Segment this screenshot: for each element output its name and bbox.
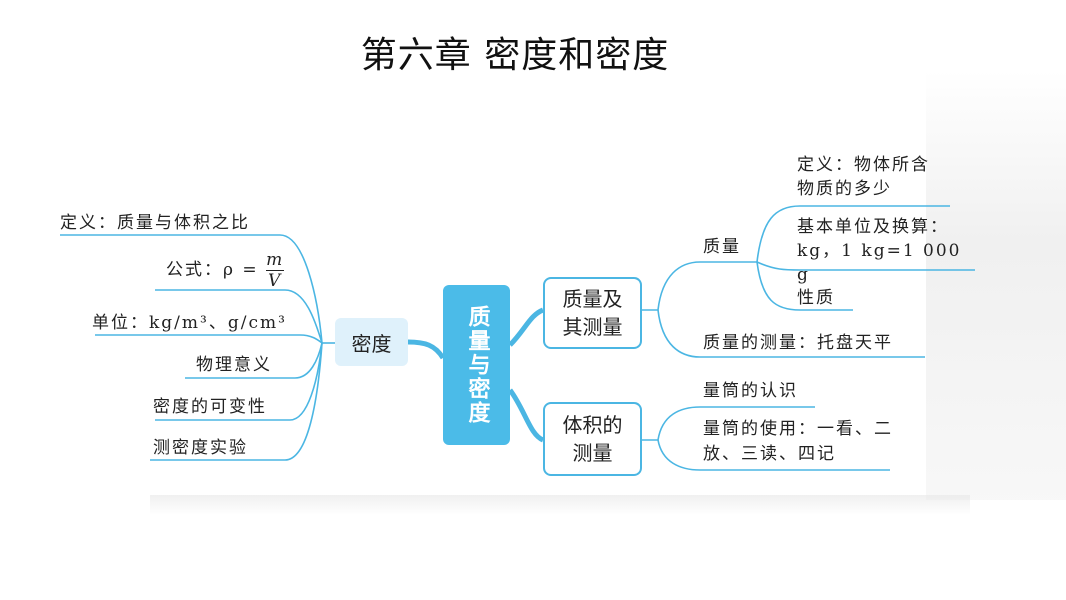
page-title: 第六章 密度和密度	[360, 35, 670, 76]
cylinder-usage: 量筒的使用：一看、二放、三读、四记	[703, 419, 893, 464]
mass-node-label: 质量及其测量	[562, 287, 623, 339]
formula-numerator: m	[266, 250, 285, 271]
background-watermark	[926, 70, 1066, 500]
center-node: 质量与密度	[443, 285, 510, 445]
formula-denominator: V	[267, 271, 283, 291]
density-definition: 定义：质量与体积之比	[60, 213, 250, 233]
mass-sub-node: 质量	[703, 237, 741, 257]
mass-definition: 定义：物体所含物质的多少	[797, 155, 930, 199]
density-variability: 密度的可变性	[153, 397, 267, 417]
mass-property: 性质	[797, 288, 835, 308]
density-node: 密度	[335, 318, 408, 366]
density-experiment: 测密度实验	[153, 438, 248, 458]
slide-shadow	[150, 495, 970, 515]
mass-measurement: 质量的测量：托盘天平	[703, 333, 893, 353]
formula-label: 公式：ρ =	[166, 260, 259, 280]
mass-units: 基本单位及换算：kg，1 kg=1 000 g	[797, 217, 962, 285]
mass-node: 质量及其测量	[543, 277, 642, 349]
density-meaning: 物理意义	[196, 355, 272, 375]
cylinder-recognition: 量筒的认识	[703, 381, 798, 401]
volume-node: 体积的测量	[543, 402, 642, 476]
density-units: 单位：kg/m³、g/cm³	[92, 313, 287, 333]
volume-node-label: 体积的测量	[562, 413, 623, 465]
